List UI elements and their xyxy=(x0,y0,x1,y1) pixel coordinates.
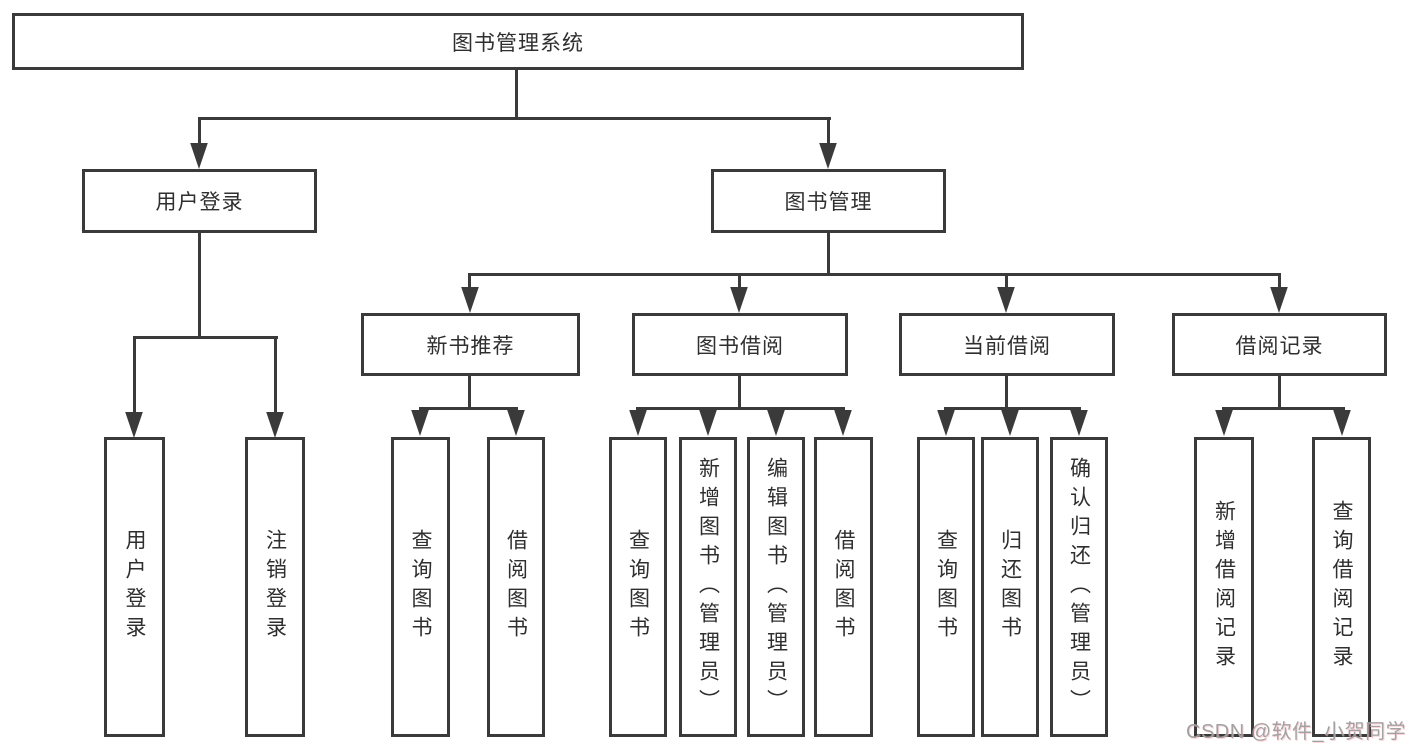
arrowhead-down-icon xyxy=(1001,410,1019,436)
connector-line xyxy=(1005,273,1008,291)
connector-line xyxy=(133,336,136,414)
leaf-label: 注销登录 xyxy=(263,529,287,645)
connector-line xyxy=(274,336,277,414)
connector-line xyxy=(738,273,741,291)
arrowhead-down-icon xyxy=(1070,410,1088,436)
leaf-query-books-borrowing: 查询图书 xyxy=(609,437,667,737)
node-current-borrowing: 当前借阅 xyxy=(899,313,1115,376)
arrowhead-down-icon xyxy=(461,287,479,313)
arrowhead-down-icon xyxy=(767,410,785,436)
leaf-label: 查询借阅记录 xyxy=(1330,500,1353,674)
leaf-return-books: 归还图书 xyxy=(981,437,1039,737)
node-label: 图书管理系统 xyxy=(452,31,584,55)
leaf-label: 查询图书 xyxy=(626,529,650,645)
node-label: 新书推荐 xyxy=(426,334,515,358)
node-new-book-recommendation: 新书推荐 xyxy=(361,313,580,376)
arrowhead-down-icon xyxy=(997,287,1015,313)
leaf-borrow-books: 借阅图书 xyxy=(814,437,873,737)
connector-line xyxy=(1278,273,1281,291)
csdn-watermark: CSDN @软件_小贺同学 xyxy=(1186,721,1405,743)
connector-line xyxy=(636,407,845,410)
leaf-label: 新增图书（管理员） xyxy=(696,456,720,718)
arrowhead-down-icon xyxy=(819,143,837,169)
arrowhead-down-icon xyxy=(1270,287,1288,313)
connector-line xyxy=(1222,407,1345,410)
leaf-label: 借阅图书 xyxy=(504,529,528,645)
node-book-management: 图书管理 xyxy=(711,169,946,233)
connector-line xyxy=(468,376,471,410)
leaf-user-login: 用户登录 xyxy=(104,437,165,737)
connector-line xyxy=(1278,376,1281,410)
leaf-label: 用户登录 xyxy=(123,529,146,645)
leaf-confirm-return-admin: 确认归还（管理员） xyxy=(1050,437,1108,737)
leaf-query-borrow-record: 查询借阅记录 xyxy=(1312,437,1371,737)
node-label: 当前借阅 xyxy=(963,334,1051,358)
connector-line xyxy=(515,70,518,118)
connector-line xyxy=(198,117,201,145)
connector-line xyxy=(198,233,201,339)
arrowhead-down-icon xyxy=(629,410,647,436)
arrowhead-down-icon xyxy=(125,412,143,438)
leaf-label: 新增借阅记录 xyxy=(1212,500,1236,674)
connector-line xyxy=(827,233,830,276)
leaf-label: 编辑图书（管理员） xyxy=(764,456,788,718)
node-label: 借阅记录 xyxy=(1235,334,1324,358)
node-label: 图书管理 xyxy=(784,191,873,214)
leaf-label: 查询图书 xyxy=(409,529,432,645)
arrowhead-down-icon xyxy=(730,287,748,313)
leaf-label: 归还图书 xyxy=(998,529,1022,645)
node-label: 用户登录 xyxy=(155,191,244,214)
arrowhead-down-icon xyxy=(266,412,284,438)
node-book-borrowing: 图书借阅 xyxy=(632,313,848,376)
leaf-query-books-current: 查询图书 xyxy=(917,437,975,737)
arrowhead-down-icon xyxy=(834,410,852,436)
leaf-logout: 注销登录 xyxy=(245,437,305,737)
leaf-label: 借阅图书 xyxy=(832,529,855,645)
connector-line xyxy=(468,273,1281,276)
connector-line xyxy=(1005,376,1008,410)
leaf-edit-books-admin: 编辑图书（管理员） xyxy=(747,437,805,737)
connector-line xyxy=(738,376,741,410)
connector-line xyxy=(827,117,830,145)
leaf-add-borrow-record: 新增借阅记录 xyxy=(1194,437,1254,737)
node-user-login: 用户登录 xyxy=(82,169,317,233)
leaf-add-books-admin: 新增图书（管理员） xyxy=(679,437,737,737)
leaf-borrow-books-recommend: 借阅图书 xyxy=(487,437,545,737)
leaf-query-books-recommend: 查询图书 xyxy=(391,437,450,737)
arrowhead-down-icon xyxy=(1333,410,1351,436)
node-label: 图书借阅 xyxy=(696,334,784,358)
connector-line xyxy=(198,117,831,120)
arrowhead-down-icon xyxy=(1215,410,1233,436)
connector-line xyxy=(468,273,471,291)
connector-line xyxy=(944,407,1081,410)
arrowhead-down-icon xyxy=(937,410,955,436)
node-library-management-system: 图书管理系统 xyxy=(12,13,1024,70)
arrowhead-down-icon xyxy=(699,410,717,436)
arrowhead-down-icon xyxy=(411,410,429,436)
node-borrowing-records: 借阅记录 xyxy=(1172,313,1387,376)
leaf-label: 确认归还（管理员） xyxy=(1067,456,1091,718)
arrowhead-down-icon xyxy=(190,143,208,169)
connector-line xyxy=(419,407,518,410)
arrowhead-down-icon xyxy=(507,410,525,436)
connector-line xyxy=(133,336,278,339)
leaf-label: 查询图书 xyxy=(934,529,958,645)
